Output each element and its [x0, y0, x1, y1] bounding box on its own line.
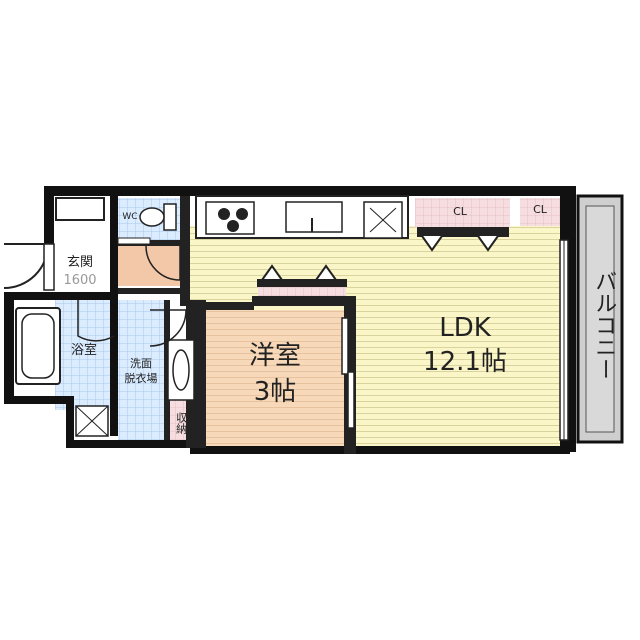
closet-label-1: CL	[453, 205, 467, 218]
washroom-floor	[118, 300, 168, 440]
wc-door	[145, 245, 181, 281]
entrance-label: 玄関	[66, 255, 93, 270]
closet-doors	[257, 227, 509, 287]
sliding-door-western	[341, 317, 355, 429]
entrance-width-label: 1600	[63, 273, 97, 288]
storage-label: 収納	[174, 412, 188, 434]
toilet-tank	[163, 203, 177, 231]
bath-door	[77, 300, 115, 342]
toilet-bowl	[139, 207, 165, 227]
closet-floor-2	[520, 198, 560, 226]
ldk-label: LDK	[439, 313, 491, 343]
bath-label: 浴室	[70, 343, 97, 358]
hall-floor	[118, 246, 180, 286]
washroom-door	[149, 309, 187, 347]
sink	[285, 201, 343, 233]
range-hood	[363, 201, 403, 239]
entrance-floor	[55, 248, 105, 294]
shoe-cabinet	[55, 197, 105, 221]
balcony-label: バルコニー	[591, 270, 617, 380]
closet-label-2: CL	[533, 203, 547, 216]
ldk-size-label: 12.1帖	[423, 347, 507, 377]
western-room-label: 洋室	[248, 341, 301, 371]
stove	[205, 201, 255, 235]
western-room-floor	[205, 310, 345, 446]
wc-label: WC	[122, 212, 138, 222]
closet-floor-1	[415, 198, 510, 228]
washroom-label-line2: 脱衣場	[124, 372, 158, 385]
western-room-size-label: 3帖	[253, 377, 297, 407]
entrance-door	[3, 243, 50, 289]
washroom-label-line1: 洗面	[130, 357, 152, 370]
